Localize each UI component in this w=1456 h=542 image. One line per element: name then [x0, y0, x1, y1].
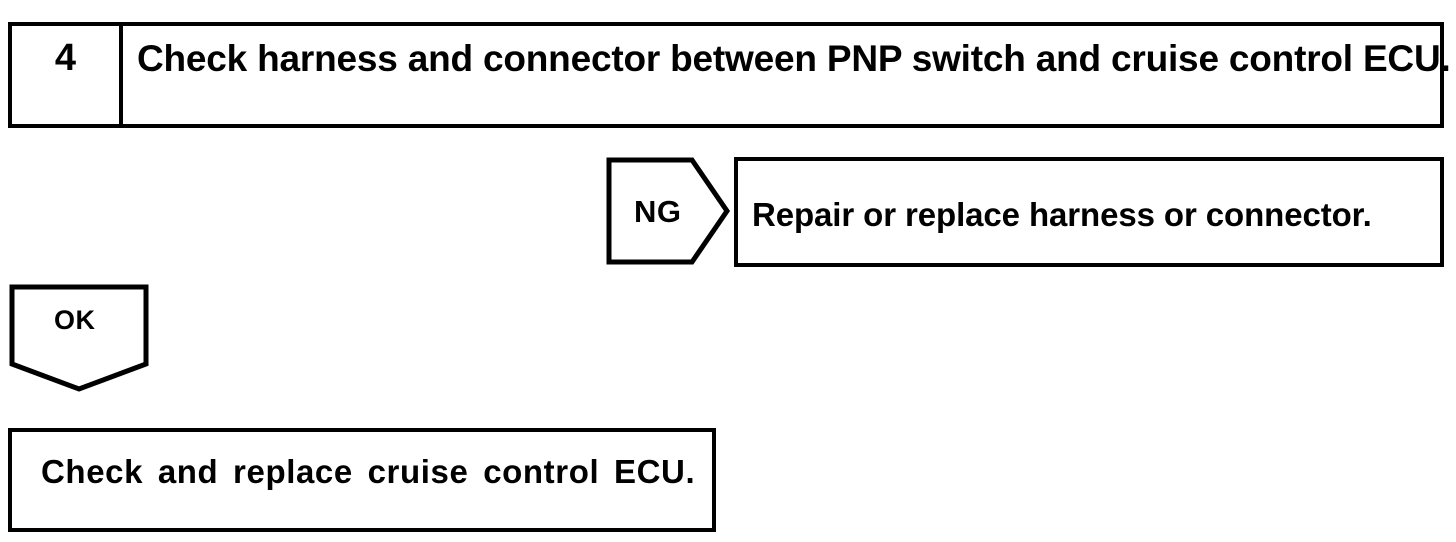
step-number: 4: [54, 37, 77, 79]
ok-result-text: Check and replace cruise control ECU.: [41, 453, 696, 490]
ok-branch-label: OK: [54, 305, 96, 335]
ok-arrow-icon: [9, 284, 149, 392]
step-instruction-text: Check harness and connector between PNP …: [137, 38, 1451, 79]
step-instruction-cell: Check harness and connector between PNP …: [123, 26, 1451, 124]
ok-branch-arrow: [8, 283, 150, 393]
ok-result-box: Check and replace cruise control ECU.: [8, 428, 716, 532]
ng-result-text: Repair or replace harness or connector.: [752, 196, 1372, 233]
ng-branch-label: NG: [634, 194, 682, 229]
ng-result-box: Repair or replace harness or connector.: [734, 157, 1444, 267]
step-box: 4 Check harness and connector between PN…: [8, 22, 1451, 128]
step-number-cell: 4: [12, 26, 123, 124]
ng-branch-arrow: [605, 156, 731, 266]
ng-arrow-icon: [606, 157, 731, 265]
